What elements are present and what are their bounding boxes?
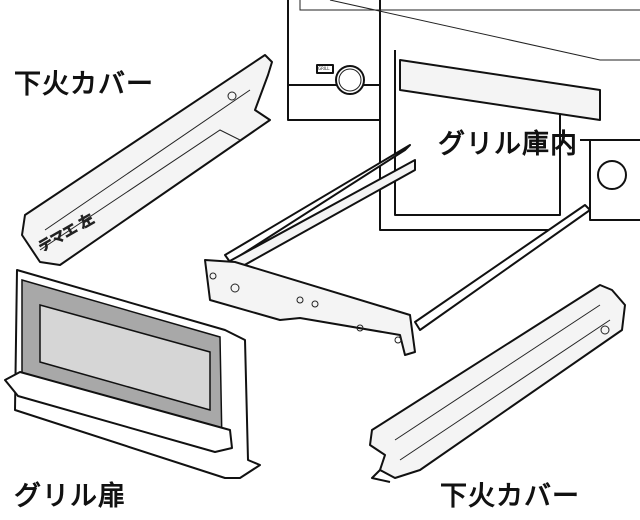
knob-label-plate [316,64,334,74]
label-lower-cover-bottom: 下火カバー [440,481,580,512]
grill-knob [335,65,365,95]
lower-cover-bottom [369,284,626,483]
door-handle [4,371,233,453]
stove-body [287,0,640,231]
label-lower-cover-top: 下火カバー [14,69,154,100]
grill-door [4,269,261,479]
label-grill-interior: グリル庫内 [438,129,578,160]
knob-label: GRILL [318,66,330,71]
label-grill-door: グリル扉 [14,481,126,512]
grill-interior-rack [204,144,591,356]
